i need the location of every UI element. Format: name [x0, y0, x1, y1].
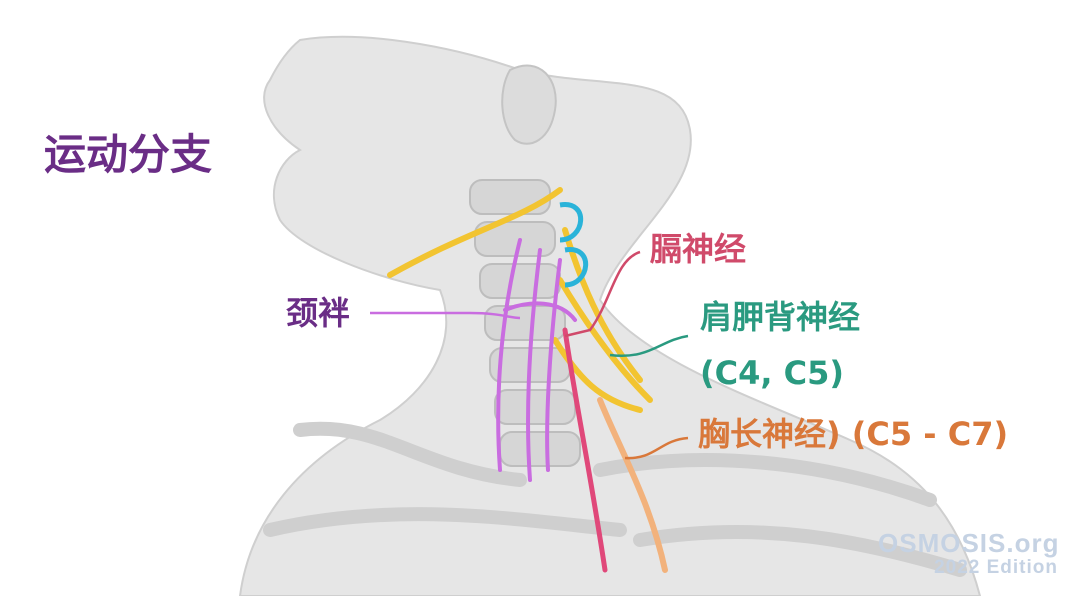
logo-edition: 2022 Edition — [934, 557, 1058, 578]
dorsal-scapular-leader — [609, 334, 689, 358]
clavicle-and-ribs — [263, 421, 967, 577]
ansa-cervicalis-leader — [370, 311, 521, 320]
ansa-cervicalis-nerves — [496, 238, 577, 482]
ear — [501, 64, 557, 145]
cervical-plexus-blue — [559, 202, 589, 288]
logo-wordmark: OSMOSIS.org — [878, 528, 1060, 558]
long-thoracic-leader — [624, 436, 689, 460]
long-thoracic-nerve-label: 胸长神经) (C5 - C7) — [698, 415, 1009, 453]
osmosis-logo: OSMOSIS.org 2022 Edition — [878, 528, 1058, 579]
ansa-cervicalis-label: 颈袢 — [286, 294, 351, 332]
dorsal-scapular-nerve-label: 肩胛背神经 — [700, 298, 861, 336]
title: 运动分支 — [44, 130, 213, 179]
phrenic-nerve-path — [562, 327, 608, 573]
dorsal-scapular-roots-label: (C4, C5) — [700, 354, 845, 392]
phrenic-nerve-label: 膈神经 — [650, 230, 747, 268]
long-thoracic-nerve-path — [597, 397, 668, 573]
phrenic-nerve-leader — [564, 250, 641, 338]
